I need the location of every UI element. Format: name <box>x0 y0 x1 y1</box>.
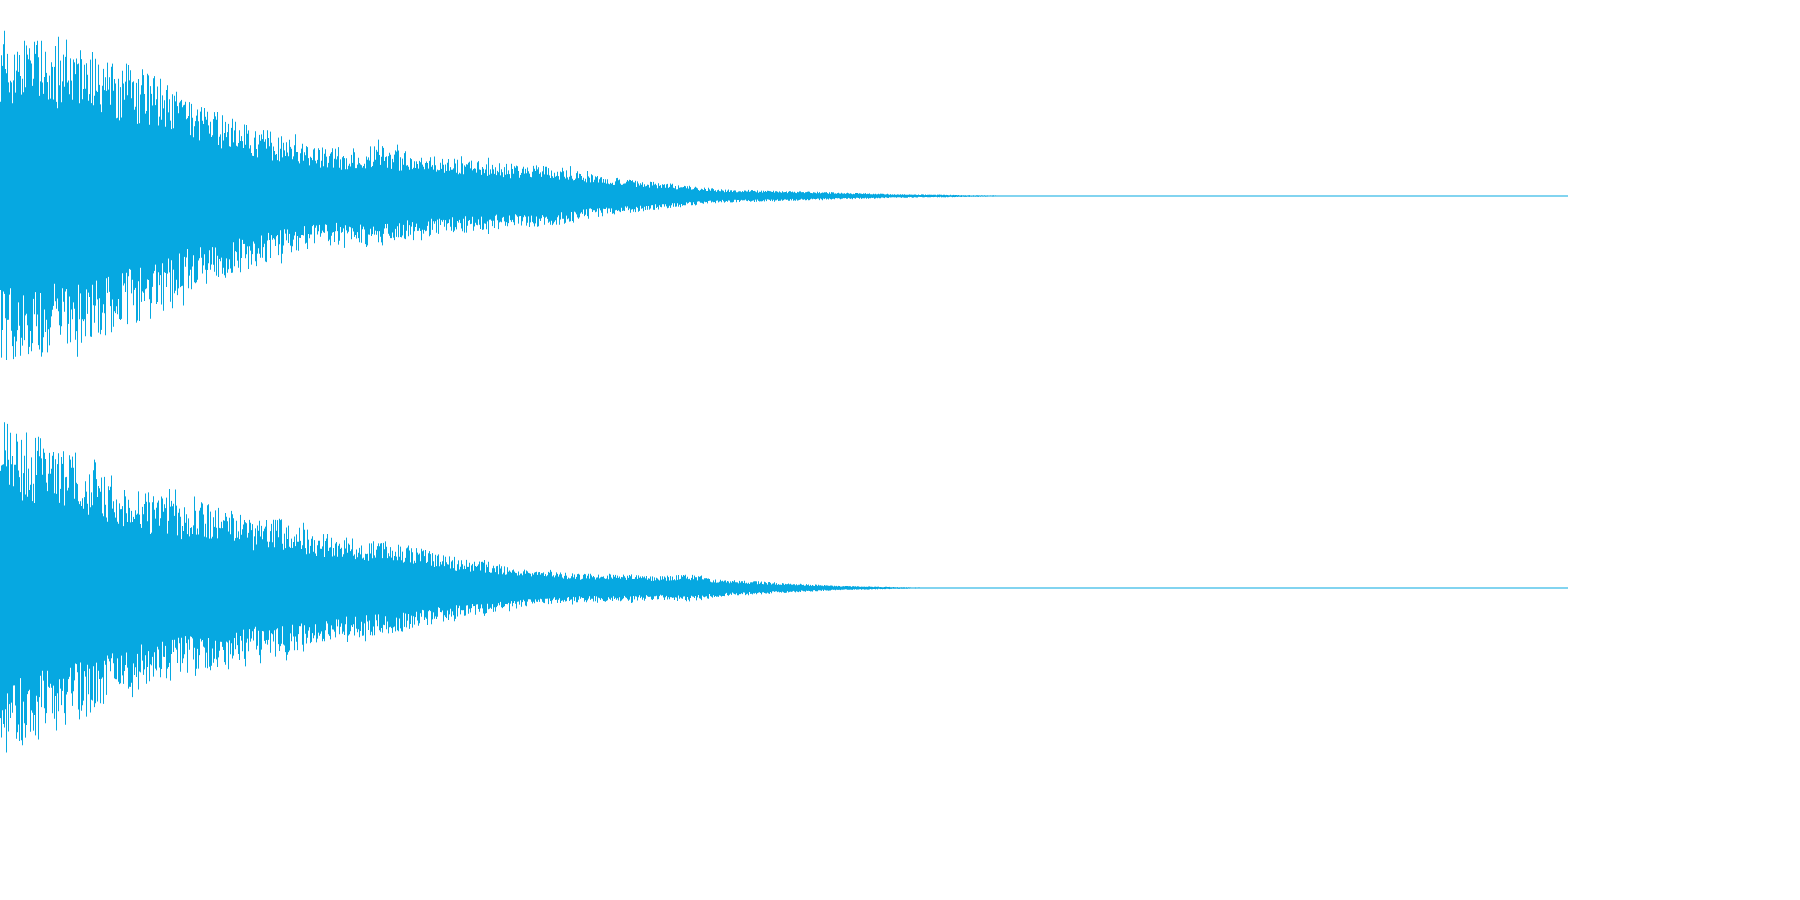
waveform-display <box>0 30 1568 753</box>
channel-left-waveform <box>0 30 1032 360</box>
channel-right-waveform <box>0 422 967 753</box>
waveform-channel-right <box>0 422 1568 753</box>
waveform-channel-left <box>0 30 1568 360</box>
